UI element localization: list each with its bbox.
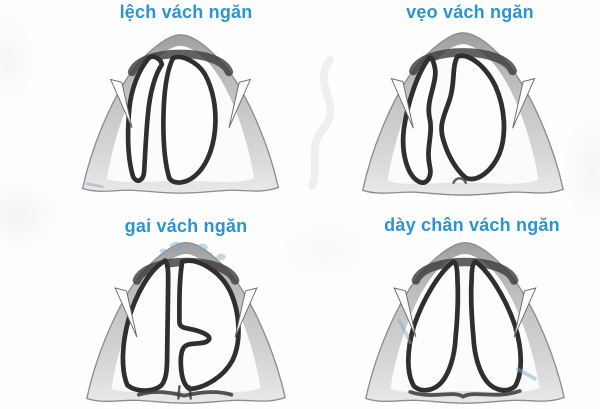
figure-caption: lệch vách ngăn	[119, 2, 253, 22]
figure-caption: gai vách ngăn	[124, 216, 248, 236]
watercolor-mark	[85, 182, 104, 189]
lateral-highlight	[390, 77, 414, 129]
columella	[177, 384, 192, 400]
figure-caption: vẹo vách ngăn	[406, 2, 534, 22]
left-nasal-cavity	[120, 258, 171, 393]
lateral-highlight	[393, 287, 417, 338]
figure-septal-spur	[86, 241, 286, 404]
figure-crooked-septum	[361, 32, 565, 196]
figure-caption: dày chân vách ngăn	[384, 215, 560, 235]
nasal-floor-line	[408, 389, 522, 399]
nasal-floor-line	[136, 390, 234, 398]
right-nasal-cavity	[468, 259, 524, 393]
septum-base-notch	[452, 177, 468, 184]
lateral-highlight	[234, 287, 258, 338]
lateral-highlight	[512, 77, 536, 129]
watercolor-mark	[397, 318, 537, 381]
right-nasal-cavity	[439, 53, 507, 182]
left-nasal-cavity	[125, 54, 165, 183]
left-nasal-cavity	[400, 55, 438, 185]
bridge-shading	[409, 48, 517, 76]
right-nasal-cavity-with-spur	[177, 258, 241, 392]
bridge-shading	[411, 257, 519, 285]
bridge-shading	[127, 49, 234, 77]
watercolor-mark	[159, 241, 226, 261]
lateral-highlight	[228, 78, 252, 129]
lateral-highlight	[114, 287, 138, 338]
lateral-highlight	[109, 78, 133, 129]
figure-thick-septal-base	[365, 242, 565, 404]
right-nasal-cavity	[161, 54, 218, 185]
figure-deviated-septum	[81, 34, 280, 194]
pencil-smudge	[308, 56, 335, 190]
lateral-highlight	[513, 287, 537, 338]
left-nasal-cavity	[405, 259, 461, 393]
